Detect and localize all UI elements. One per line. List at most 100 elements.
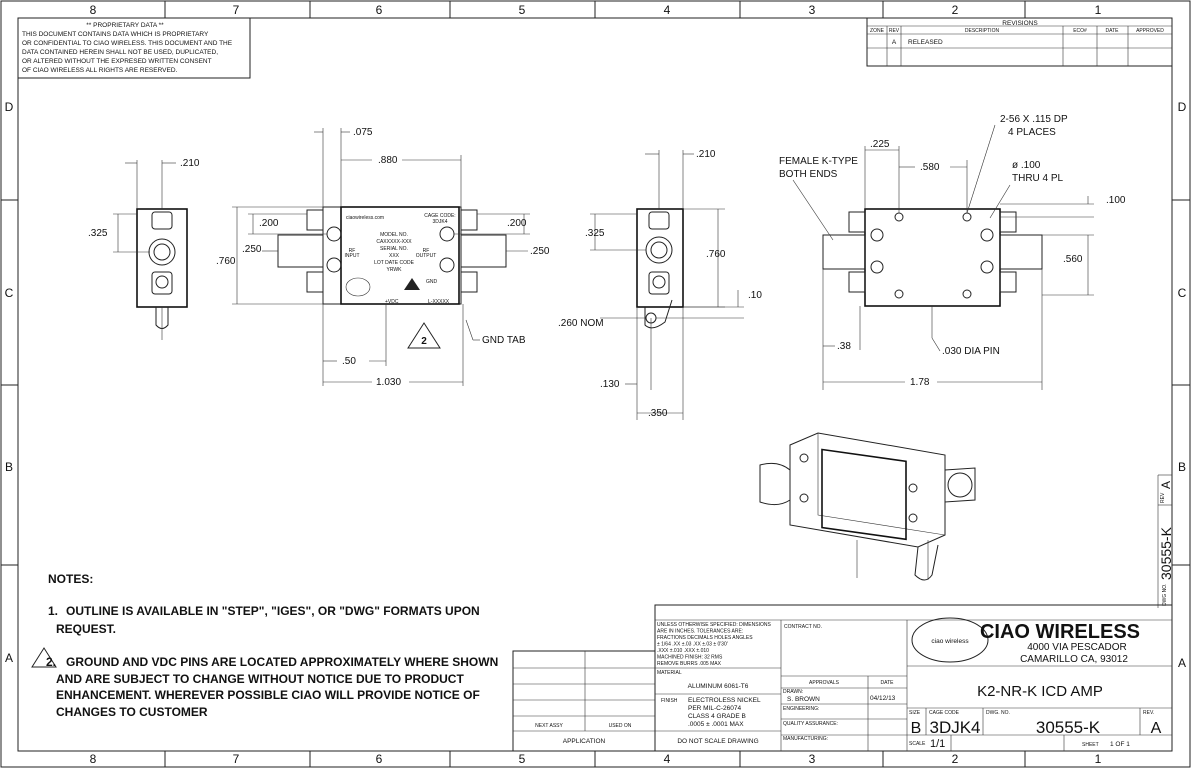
svg-text:ZONE: ZONE: [870, 28, 885, 34]
svg-text:XXX: XXX: [389, 253, 400, 259]
zone-row: D: [5, 100, 14, 114]
drawing-number: 30555-K: [1036, 718, 1101, 737]
svg-text:.100: .100: [1106, 195, 1126, 206]
svg-text:ECO#: ECO#: [1073, 28, 1087, 34]
zone-row: C: [5, 286, 14, 300]
note-flag-icon: [407, 322, 441, 349]
svg-text:OUTPUT: OUTPUT: [416, 253, 437, 259]
notes: NOTES: 1. OUTLINE IS AVAILABLE IN "STEP"…: [31, 572, 498, 719]
zone-col: 8: [90, 752, 97, 766]
svg-text:CAGE CODE:: CAGE CODE:: [424, 213, 455, 219]
revision-rev: A: [892, 39, 897, 46]
svg-text:APPROVED: APPROVED: [1136, 28, 1164, 34]
svg-text:.880: .880: [378, 155, 398, 166]
zone-row: A: [1178, 656, 1186, 670]
company-logo: ciao wireless: [911, 617, 989, 663]
svg-text:THRU 4 PL: THRU 4 PL: [1012, 173, 1064, 184]
svg-text:NOTES:: NOTES:: [48, 572, 93, 586]
svg-text:ENHANCEMENT. WHEREVER POSSIBLE: ENHANCEMENT. WHEREVER POSSIBLE CIAO WILL…: [56, 688, 480, 702]
svg-text:APPLICATION: APPLICATION: [563, 738, 606, 745]
zone-col: 7: [233, 3, 240, 17]
svg-text:.XXX ±.010 .XXX ±.010: .XXX ±.010 .XXX ±.010: [657, 648, 709, 654]
svg-text:ALUMINUM 6061-T6: ALUMINUM 6061-T6: [688, 683, 749, 690]
note-flag-icon: [31, 647, 57, 668]
svg-text:ENGINEERING:: ENGINEERING:: [783, 706, 819, 712]
svg-text:CAMARILLO CA, 93012: CAMARILLO CA, 93012: [1020, 654, 1128, 665]
end-view-right: .210 .325 .760 .10 .260 NOM .130 .350: [558, 149, 762, 420]
svg-text:RF: RF: [349, 248, 356, 254]
svg-text:.325: .325: [585, 228, 605, 239]
svg-text:MACHINED FINISH: 32 RMS: MACHINED FINISH: 32 RMS: [657, 655, 723, 661]
svg-text:1.030: 1.030: [376, 377, 401, 388]
svg-text:DATE: DATE: [881, 680, 895, 686]
svg-text:OF CIAO WIRELESS ALL RIGHTS A: OF CIAO WIRELESS ALL RIGHTS ARE RESERVED…: [22, 67, 178, 74]
product-label: ciaowireless.com CAGE CODE: 3DJK4 MODEL …: [345, 213, 456, 305]
svg-text:A: A: [1151, 720, 1162, 737]
svg-text:OR CONFIDENTIAL TO CIAO WIRELE: OR CONFIDENTIAL TO CIAO WIRELESS. THIS D…: [22, 40, 233, 47]
svg-text:CAXXXXX-XXX: CAXXXXX-XXX: [376, 239, 412, 245]
svg-text:REVISIONS: REVISIONS: [1002, 20, 1038, 27]
zone-col: 6: [376, 752, 383, 766]
svg-text:DWG NO.: DWG NO.: [1162, 584, 1168, 607]
top-view: ciaowireless.com CAGE CODE: 3DJK4 MODEL …: [216, 127, 550, 388]
svg-text:CONTRACT NO.: CONTRACT NO.: [784, 624, 822, 630]
svg-text:REV: REV: [1160, 492, 1166, 503]
svg-text:REV.: REV.: [1143, 710, 1154, 716]
svg-text:REV: REV: [889, 28, 900, 34]
svg-text:GND: GND: [426, 279, 438, 285]
zone-row: C: [1178, 286, 1187, 300]
zone-col: 4: [664, 752, 671, 766]
end-view-left: .210 .325: [88, 158, 200, 340]
zone-col: 8: [90, 3, 97, 17]
svg-text:REMOVE BURRS .005 MAX: REMOVE BURRS .005 MAX: [657, 661, 722, 667]
svg-text:QUALITY ASSURANCE:: QUALITY ASSURANCE:: [783, 721, 838, 727]
svg-text:2.: 2.: [46, 655, 56, 669]
svg-text:.760: .760: [706, 249, 726, 260]
svg-text:± 1/64 .XX ±.03 .XX ±.03: ± 1/64 .XX ±.03 .XX ±.03 ± 0'30': [657, 642, 728, 648]
svg-text:GROUND AND VDC PINS ARE LOCATE: GROUND AND VDC PINS ARE LOCATED APPROXIM…: [66, 655, 498, 669]
svg-text:APPROVALS: APPROVALS: [809, 680, 840, 686]
svg-text:USED ON: USED ON: [609, 723, 632, 729]
svg-text:.210: .210: [180, 158, 200, 169]
svg-text:.38: .38: [837, 341, 851, 352]
svg-text:2: 2: [421, 336, 427, 347]
zone-col: 5: [519, 3, 526, 17]
svg-text:THIS DOCUMENT CONTAINS DATA WH: THIS DOCUMENT CONTAINS DATA WHICH IS PRO…: [22, 31, 209, 38]
svg-text:FRACTIONS DECIMALS HOLES: FRACTIONS DECIMALS HOLES ANGLES: [657, 635, 753, 641]
drawing-title: K2-NR-K ICD AMP: [977, 683, 1103, 700]
zone-col: 2: [952, 3, 959, 17]
svg-text:04/12/13: 04/12/13: [870, 695, 896, 702]
svg-text:.580: .580: [920, 162, 940, 173]
zone-col: 3: [809, 3, 816, 17]
svg-text:SHEET: SHEET: [1082, 742, 1099, 748]
svg-text:UNLESS OTHERWISE SPECIFIED: DI: UNLESS OTHERWISE SPECIFIED: DIMENSIONS: [657, 622, 771, 628]
side-stamp: A REV 30555-K DWG NO.: [1157, 474, 1174, 608]
svg-text:.560: .560: [1063, 254, 1083, 265]
svg-text:DATE: DATE: [1106, 28, 1120, 34]
svg-text:S. BROWN: S. BROWN: [787, 696, 820, 703]
svg-text:.0005 ± .0001 MAX: .0005 ± .0001 MAX: [688, 721, 744, 728]
svg-text:A: A: [1159, 481, 1173, 489]
svg-text:.260 NOM: .260 NOM: [558, 318, 604, 329]
svg-text:.250: .250: [242, 244, 262, 255]
svg-text:LOT DATE CODE: LOT DATE CODE: [374, 260, 414, 266]
svg-text:OUTLINE IS AVAILABLE IN "STEP": OUTLINE IS AVAILABLE IN "STEP", "IGES", …: [66, 604, 480, 618]
side-view: .225 .580 .100 .560 .38 1.78 2-56 X .115…: [779, 114, 1126, 390]
svg-text:.030 DIA PIN: .030 DIA PIN: [942, 346, 1000, 357]
svg-text:MATERIAL: MATERIAL: [657, 670, 682, 676]
revision-description: RELEASED: [908, 39, 943, 46]
zone-col: 1: [1095, 752, 1102, 766]
svg-text:FEMALE K-TYPE: FEMALE K-TYPE: [779, 156, 858, 167]
svg-text:1.78: 1.78: [910, 377, 930, 388]
svg-text:30555-K: 30555-K: [1158, 526, 1174, 580]
svg-text:ø .100: ø .100: [1012, 160, 1041, 171]
zone-col: 5: [519, 752, 526, 766]
proprietary-notice: ** PROPRIETARY DATA ** THIS DOCUMENT CON…: [17, 17, 251, 79]
svg-text:INPUT: INPUT: [345, 253, 360, 259]
svg-text:.350: .350: [648, 408, 668, 419]
svg-text:.075: .075: [353, 127, 373, 138]
svg-text:DO NOT SCALE DRAWING: DO NOT SCALE DRAWING: [677, 738, 758, 745]
svg-text:.325: .325: [88, 228, 108, 239]
